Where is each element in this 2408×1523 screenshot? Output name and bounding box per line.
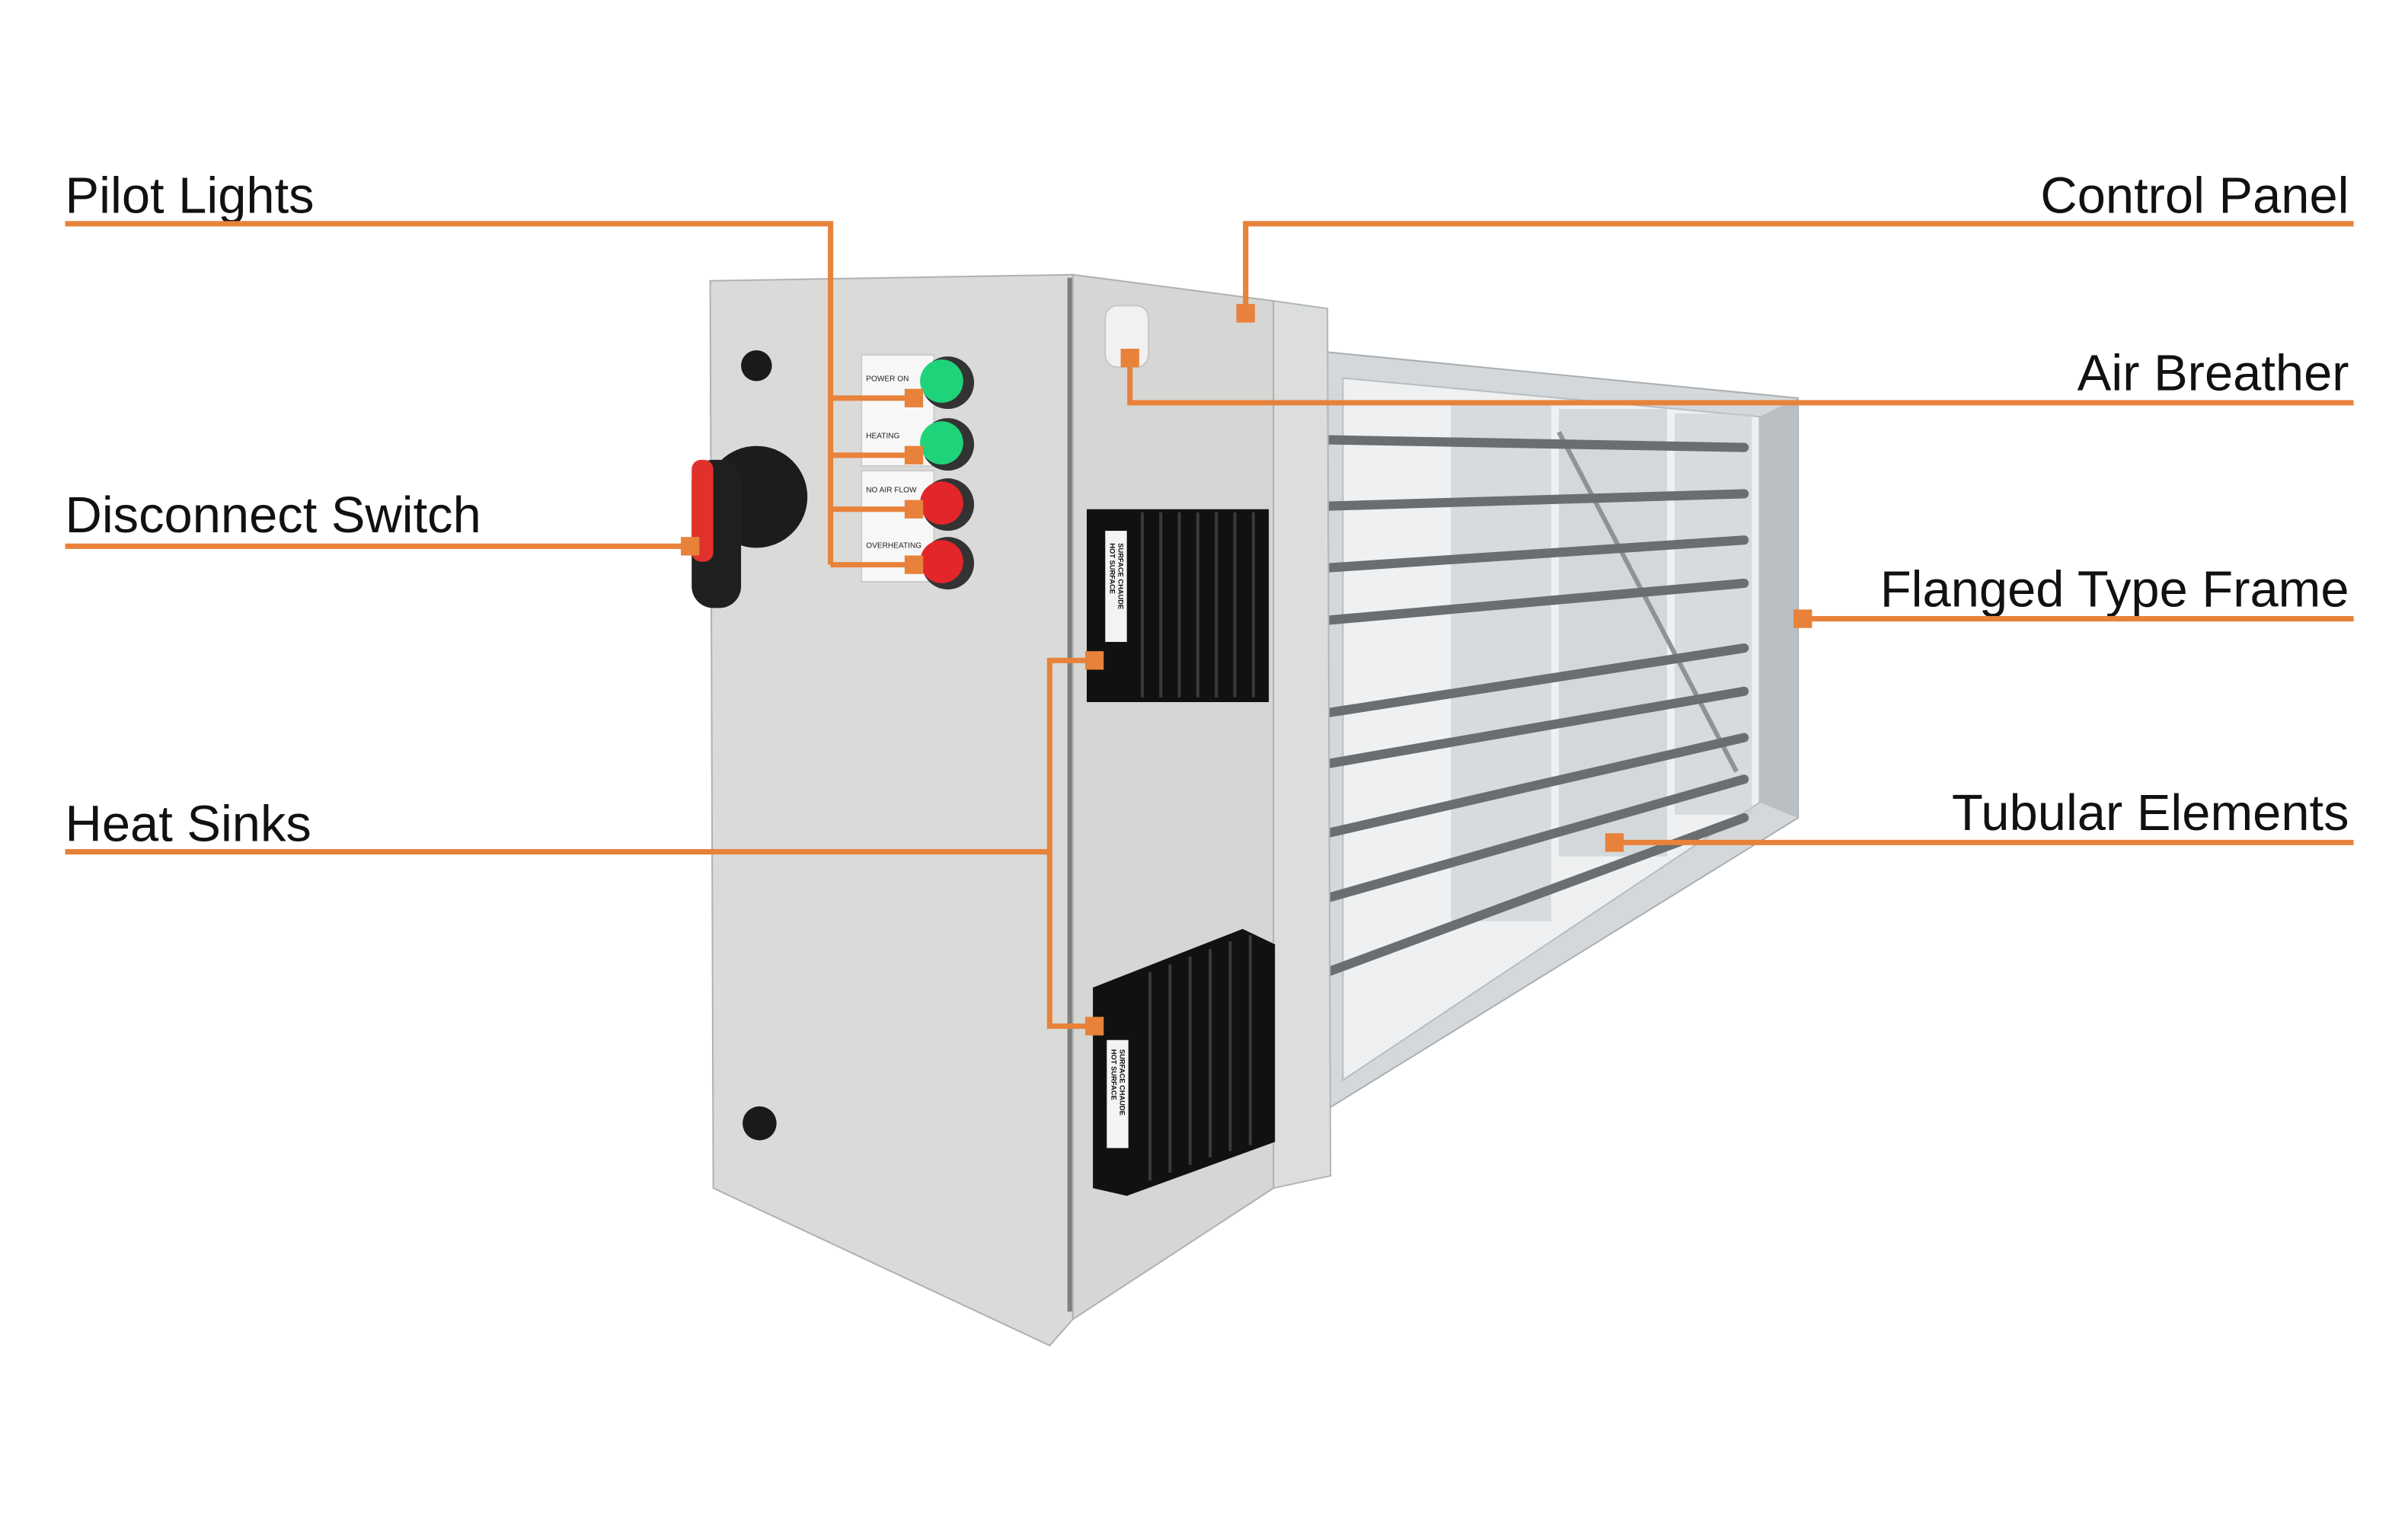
pilot-tag-heating: HEATING	[866, 432, 899, 440]
heat-sink-warning-sticker	[1105, 531, 1127, 642]
label-tubular-elements: Tubular Elements	[1952, 784, 2349, 841]
heat-sink-label-hot-surface-bottom: HOT SURFACE	[1110, 1049, 1117, 1100]
flanged-frame	[1324, 350, 1800, 1113]
callout-air-breather: Air Breather	[1120, 345, 2354, 406]
callout-control-panel: Control Panel	[1236, 168, 2354, 323]
callout-tubular-elements: Tubular Elements	[1605, 784, 2354, 852]
pilot-tag-overheating: OVERHEATING	[866, 541, 921, 550]
label-control-panel: Control Panel	[2040, 168, 2349, 225]
pilot-tag-no-air-flow: NO AIR FLOW	[866, 486, 917, 494]
heat-sink-label-hot-surface: HOT SURFACE	[1108, 543, 1116, 594]
label-heat-sinks: Heat Sinks	[65, 795, 311, 852]
heat-sink-warning-sticker-bottom	[1107, 1039, 1129, 1148]
label-flanged-type-frame: Flanged Type Frame	[1880, 560, 2349, 618]
heat-sink-top	[1086, 509, 1269, 702]
heat-sink-label-surface-chaude: SURFACE CHAUDE	[1117, 543, 1125, 609]
door-latch-bottom	[743, 1106, 777, 1141]
heat-sink-bottom	[1093, 928, 1276, 1196]
frame-flange	[1273, 299, 1332, 1189]
heat-sink-label-surface-chaude-bottom: SURFACE CHAUDE	[1119, 1049, 1126, 1116]
callout-flanged-type-frame: Flanged Type Frame	[1793, 560, 2354, 628]
label-disconnect-switch: Disconnect Switch	[65, 487, 481, 544]
label-air-breather: Air Breather	[2077, 345, 2349, 402]
pilot-tag-power-on: POWER ON	[866, 375, 909, 384]
callout-pilot-lights: Pilot Lights	[65, 168, 924, 574]
disconnect-switch[interactable]	[691, 445, 808, 608]
pilot-lights	[920, 356, 975, 590]
label-pilot-lights: Pilot Lights	[65, 168, 315, 225]
control-panel-door	[709, 273, 1074, 1347]
callout-heat-sinks: Heat Sinks	[65, 651, 1104, 1036]
door-latch-top	[741, 350, 772, 382]
callout-disconnect-switch: Disconnect Switch	[65, 487, 700, 556]
